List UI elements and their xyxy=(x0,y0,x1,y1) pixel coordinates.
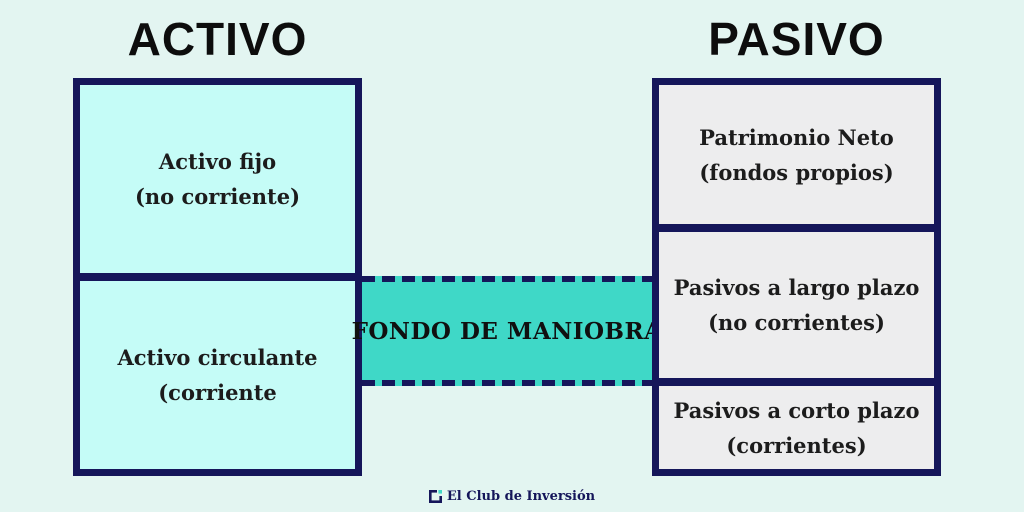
patrimonio-neto-section: Patrimonio Neto (fondos propios) xyxy=(659,85,934,224)
dashed-border-top xyxy=(362,276,652,282)
club-bracket-icon xyxy=(428,490,442,503)
fondo-de-maniobra-label: FONDO DE MANIOBRA xyxy=(351,317,663,345)
pasivos-largo-plazo-line-2: (no corrientes) xyxy=(708,310,885,335)
activo-title: ACTIVO xyxy=(127,13,308,65)
pasivo-box: Patrimonio Neto (fondos propios) Pasivos… xyxy=(652,78,941,476)
fondo-de-maniobra-band: FONDO DE MANIOBRA xyxy=(352,276,662,386)
pasivos-corto-plazo-line-1: Pasivos a corto plazo xyxy=(673,397,920,423)
activo-fijo-section: Activo fijo (no corriente) xyxy=(80,85,355,273)
activo-box: Activo fijo (no corriente) Activo circul… xyxy=(73,78,362,476)
brand-name: El Club de Inversión xyxy=(446,489,596,504)
pasivos-corto-plazo-line-2: (corrientes) xyxy=(726,432,867,458)
pasivos-corto-plazo-section: Pasivos a corto plazo (corrientes) xyxy=(659,386,934,469)
activo-fijo-line-1: Activo fijo xyxy=(158,149,277,174)
activo-circulante-section: Activo circulante (corriente xyxy=(80,281,355,469)
activo-fijo-line-2: (no corriente) xyxy=(134,184,301,209)
activo-circulante-line-1: Activo circulante xyxy=(117,345,318,370)
pasivos-largo-plazo-line-1: Pasivos a largo plazo xyxy=(673,275,920,300)
dashed-border-bottom xyxy=(362,380,652,386)
pasivo-title: PASIVO xyxy=(708,13,885,65)
patrimonio-neto-line-2: (fondos propios) xyxy=(699,159,894,185)
brand-footer: El Club de Inversión xyxy=(0,489,1024,504)
patrimonio-neto-line-1: Patrimonio Neto xyxy=(699,124,894,150)
activo-circulante-line-2: (corriente xyxy=(158,380,277,405)
pasivos-largo-plazo-section: Pasivos a largo plazo (no corrientes) xyxy=(659,232,934,378)
